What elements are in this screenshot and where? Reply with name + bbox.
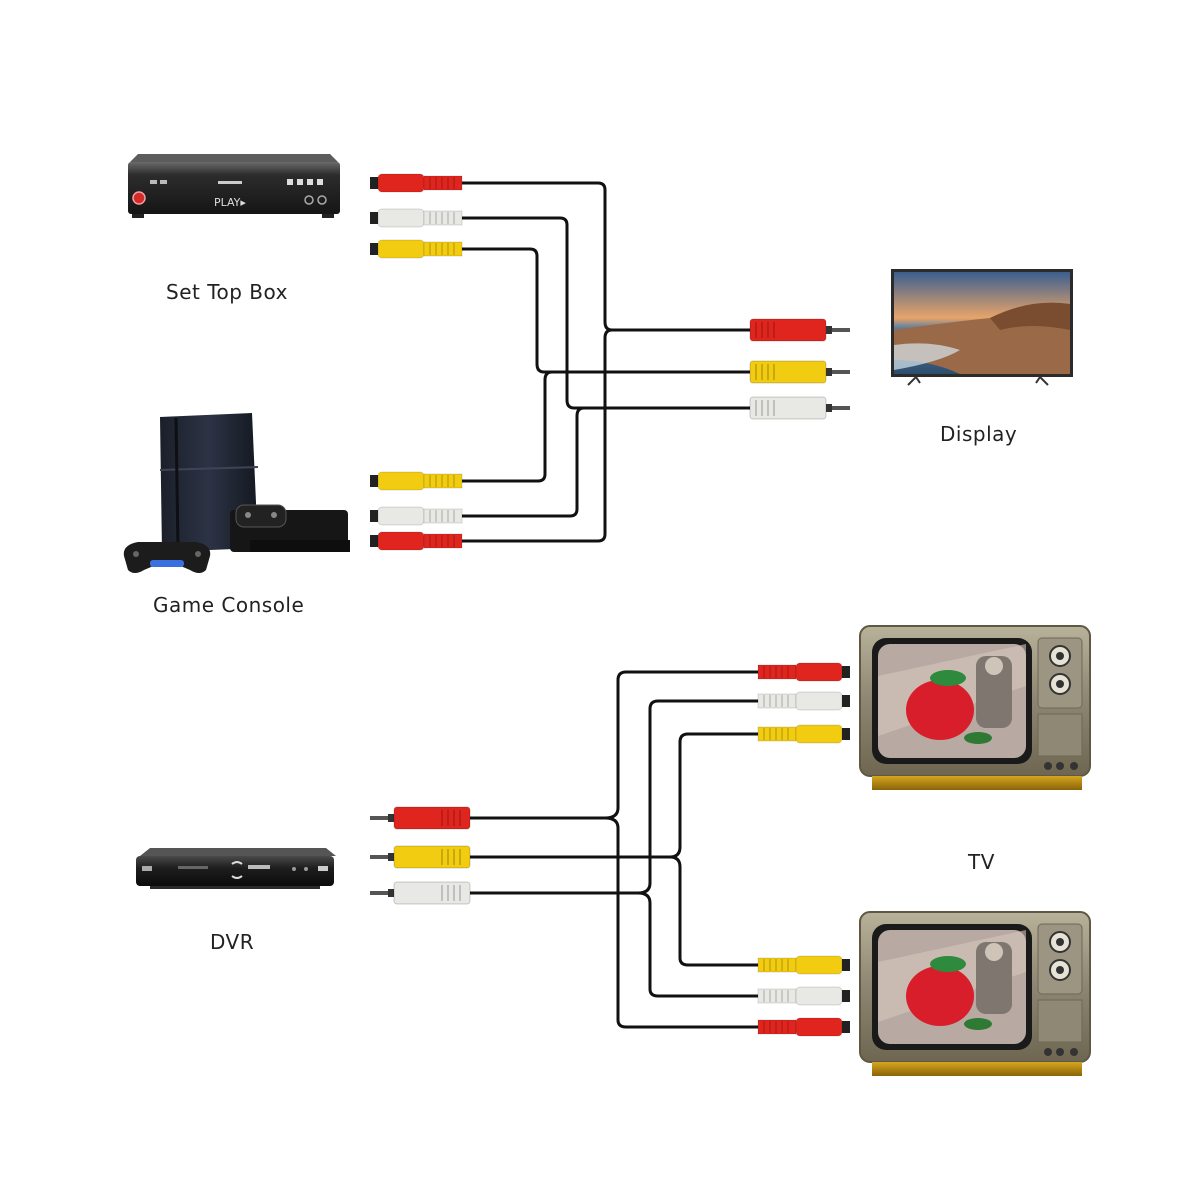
cable-dvr-red-tv2: [603, 816, 760, 1029]
cable-dvr-red-tv1: [468, 670, 760, 820]
top-cables: [460, 181, 754, 543]
game-console-icon: [123, 413, 350, 573]
cable-console-white: [460, 406, 586, 518]
rca-jack-yellow: [370, 239, 463, 259]
flat-tv-icon: [891, 269, 1073, 386]
rca-plug-yellow: [370, 845, 471, 869]
rca-jack-yellow: [757, 955, 850, 975]
display-label: Display: [940, 422, 1018, 446]
bottom-cables: [468, 670, 760, 1029]
rca-jack-white: [757, 691, 850, 711]
game-console-label: Game Console: [153, 593, 305, 617]
rca-jack-white: [370, 506, 463, 526]
rca-plug-red: [749, 318, 850, 342]
rca-jack-yellow: [370, 471, 463, 491]
rca-plug-yellow: [749, 360, 850, 384]
rca-jack-white: [370, 208, 463, 228]
retro-tv-icon: [859, 625, 1091, 790]
rca-jack-red: [370, 531, 463, 551]
cable-stb-red: [460, 181, 754, 332]
cable-dvr-white-tv1: [468, 699, 760, 895]
rca-plug-white: [749, 396, 850, 420]
cable-dvr-yellow-tv2: [668, 855, 760, 967]
rca-jack-red: [757, 662, 850, 682]
cable-console-red: [460, 328, 614, 543]
cable-dvr-white-tv2: [636, 891, 760, 998]
dvr-icon: [136, 848, 336, 889]
rca-jack-yellow: [757, 724, 850, 744]
set-top-box-icon: PLAY▸: [128, 154, 340, 218]
dvr-label: DVR: [210, 930, 255, 954]
cable-stb-white: [460, 216, 754, 410]
rca-plug-white: [370, 881, 471, 905]
svg-text:PLAY▸: PLAY▸: [214, 196, 246, 209]
cable-console-yellow: [460, 370, 554, 483]
rca-jack-red: [757, 1017, 850, 1037]
tv-label: TV: [968, 850, 995, 874]
set-top-box-label: Set Top Box: [166, 280, 288, 304]
cable-dvr-yellow-tv1: [468, 732, 760, 859]
retro-tv-icon: [859, 911, 1091, 1076]
rca-jack-white: [757, 986, 850, 1006]
cable-stb-yellow: [460, 247, 754, 374]
rca-plugs: [370, 173, 850, 1037]
rca-jack-red: [370, 173, 463, 193]
rca-plug-red: [370, 806, 471, 830]
